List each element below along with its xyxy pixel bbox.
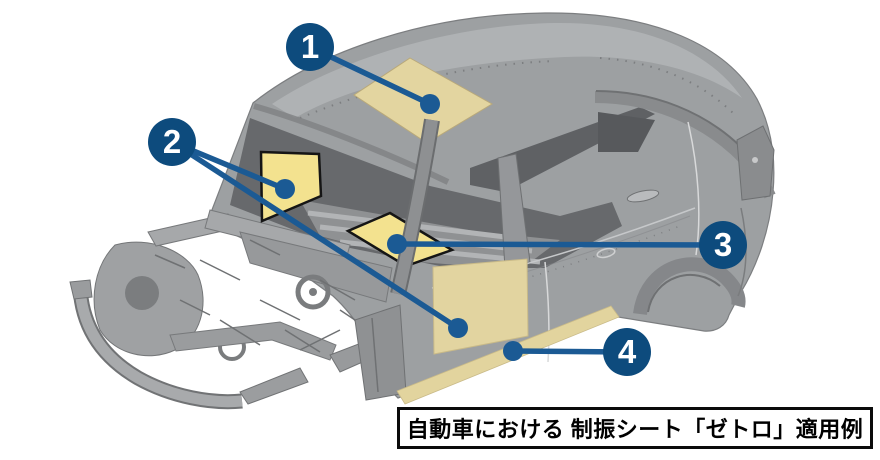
hinge-pillar-line (371, 317, 379, 393)
target-dot-2b (448, 318, 468, 338)
leader-line-2b (169, 139, 461, 331)
shock-tower-center (309, 288, 317, 296)
c-pillar-edge (595, 90, 742, 148)
side-details (431, 121, 775, 363)
caption-text: 自動車における 制振シート「ゼトロ」適用例 (406, 417, 864, 442)
beam-end-cap (69, 279, 93, 300)
rear-quarter-window (598, 112, 655, 152)
target-dot-2a (275, 179, 295, 199)
roof-highlight (272, 23, 742, 118)
target-dots (275, 94, 523, 361)
a-pillar-tube (392, 119, 438, 296)
callout-3-badge: 3 (699, 221, 747, 269)
target-dot-4 (503, 341, 523, 361)
callout-4-number: 4 (617, 332, 637, 370)
callout-2-number: 2 (162, 122, 182, 160)
housing-hole (125, 276, 159, 310)
callout-1-badge: 1 (286, 23, 334, 71)
shock-tower-ring (295, 274, 331, 310)
roof-seam-dots (299, 60, 556, 119)
hinge-pillar (354, 304, 407, 401)
callout-4-badge: 4 (603, 328, 651, 376)
cowl-panel (239, 231, 393, 303)
target-dot-1 (420, 94, 440, 114)
leader-line-3 (394, 241, 726, 248)
b-pillar (497, 153, 531, 269)
caption-box: 自動車における 制振シート「ゼトロ」適用例 (397, 407, 873, 449)
callout-3-number: 3 (713, 225, 733, 263)
rear-bumper-edge (737, 207, 747, 297)
callout-1-number: 1 (300, 27, 320, 65)
wheel-arch-lip (647, 274, 721, 313)
bumper-beam (74, 286, 243, 408)
front-structure (69, 209, 407, 410)
door-handle (626, 189, 660, 203)
target-dot-3 (387, 234, 407, 254)
car-body (204, 12, 776, 399)
rear-lamp (736, 125, 775, 201)
lamp-speck (752, 157, 758, 163)
door-dimple (596, 247, 616, 259)
crash-can (239, 367, 309, 405)
callout-2-badge: 2 (148, 118, 196, 166)
rear-wheel-arch (633, 257, 746, 316)
door-seam-rear (687, 121, 700, 256)
